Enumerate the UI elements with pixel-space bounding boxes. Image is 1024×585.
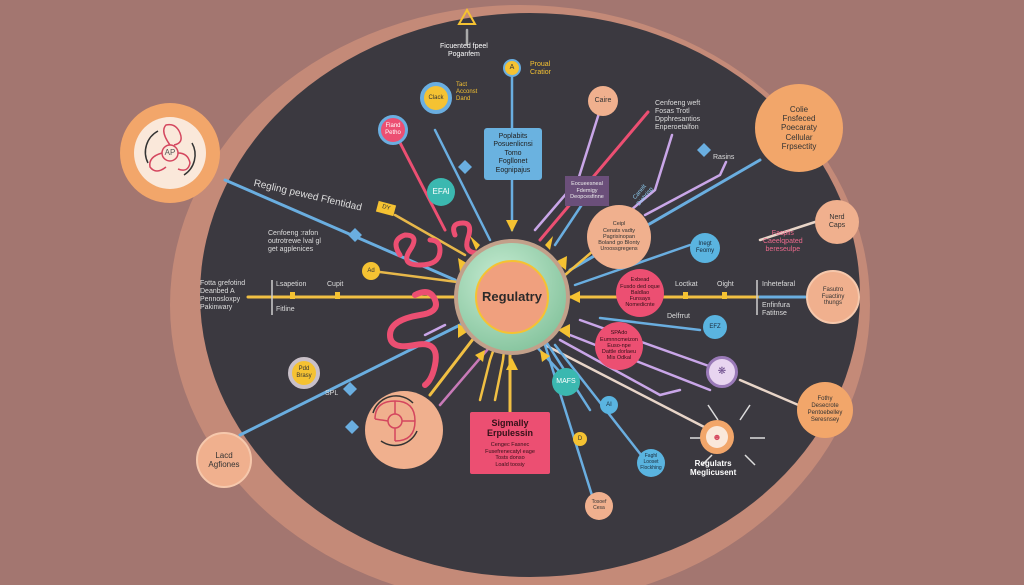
ad-badge[interactable]: Ad [362,262,380,280]
right-pink-note: Fasplis Caeelqpated bereseulpe [763,230,803,254]
face-icon: ☻ [706,426,728,448]
top-hub-node[interactable]: A [503,59,521,77]
efz-node[interactable]: EFZ [703,315,727,339]
gear-node[interactable]: ☻ [700,420,734,454]
right-top-note: Cenfoeng weft Fosas Trotl Dpphresantios … [655,100,701,132]
axis-below-label: Fitline [276,306,295,313]
right-axis-bottom: Enfinfura Fatitnse [762,302,791,318]
cell-network-node[interactable] [365,391,443,469]
warning-label: Ficuented fpeel Poganfem [440,43,488,59]
right-axis-mark-1: Loctkat [675,281,698,288]
center-node-regulatory[interactable]: Regulatry [476,280,548,314]
center-label: Regulatry [482,288,542,304]
purple-box[interactable]: Eocueesneal Fdemigy Deopcesfinne [565,176,609,206]
spl-label: SPL [325,390,339,397]
hub-label: Proual Cratior [530,61,552,77]
network-icon [144,123,196,176]
clack-note: Tact Acconst Dand [456,82,478,102]
d-node[interactable]: D [573,432,587,446]
gear-label: Regulatrs Meglicusent [690,459,737,478]
cell-network-icon [372,395,418,447]
right-axis-mark-2: Oight [717,281,734,288]
blue-small-node[interactable]: Inegt Feomy [690,233,720,263]
ai-node[interactable]: AI [600,396,618,414]
pink-small-node[interactable]: Fland Petho [378,115,408,145]
right-big-node[interactable]: Colie Fnsfeced Poecaraty Cellular Frpsec… [755,84,843,172]
right-peach-node[interactable]: Fasutro Fuactiny thungs [806,270,860,324]
bottom-left-node[interactable]: Lacd Agfiones [196,432,252,488]
efal-node[interactable]: EFAl [427,178,455,206]
axis-mark-2: Cupit [327,281,344,288]
bottom-right-node[interactable]: Fothy Desecrote Pentoebelley Seresnsey [797,382,853,438]
pink-lower-node[interactable]: SPAdo Eumnncmeizon Euso-npe Dattle dorla… [595,322,643,370]
small-yellow-node[interactable]: Pdd Brasy [288,357,320,389]
right-axis-top: Inhetefaral [762,281,796,288]
signaling-box[interactable]: Sigmally Erpulessin Cengec Fasnec Fusefr… [470,412,550,474]
axis-left-label: Fotta grefotind Deanbed A Pennosloxpy Pa… [200,280,246,312]
peach-bottom-node[interactable]: Tosoef Cesa [585,492,613,520]
pink-big-node[interactable]: Exbead Fusdo ded oque Baldlao Funsays No… [616,269,664,317]
helmut-label: Delfrrut [667,313,690,320]
knot-icon: ❋ [717,366,727,378]
peach-mid-node[interactable]: Ceipl Cenats vadty Pagrisinopan Boland g… [587,205,651,269]
left-note: Cenfoeng :rafon outrotrewe lval gl get a… [268,230,321,254]
axis-mark-1: Lsapetion [276,281,307,288]
ap-node[interactable]: AP [120,103,220,203]
purple-icon-node[interactable]: ❋ [706,356,738,388]
pathway-label: Rasins [713,154,735,161]
mafs-node[interactable]: MAFS [552,368,580,396]
caire-node[interactable]: Caire [588,86,618,116]
blue-bottom-node[interactable]: Faghl Looset Flockhing [637,449,665,477]
nerd-caps-node[interactable]: Nerd Caps [815,200,859,244]
clack-node[interactable]: Clack [420,82,452,114]
top-center-box[interactable]: Poplabits Posuenlicnsi Tomo Fogllonet Eo… [484,128,542,180]
